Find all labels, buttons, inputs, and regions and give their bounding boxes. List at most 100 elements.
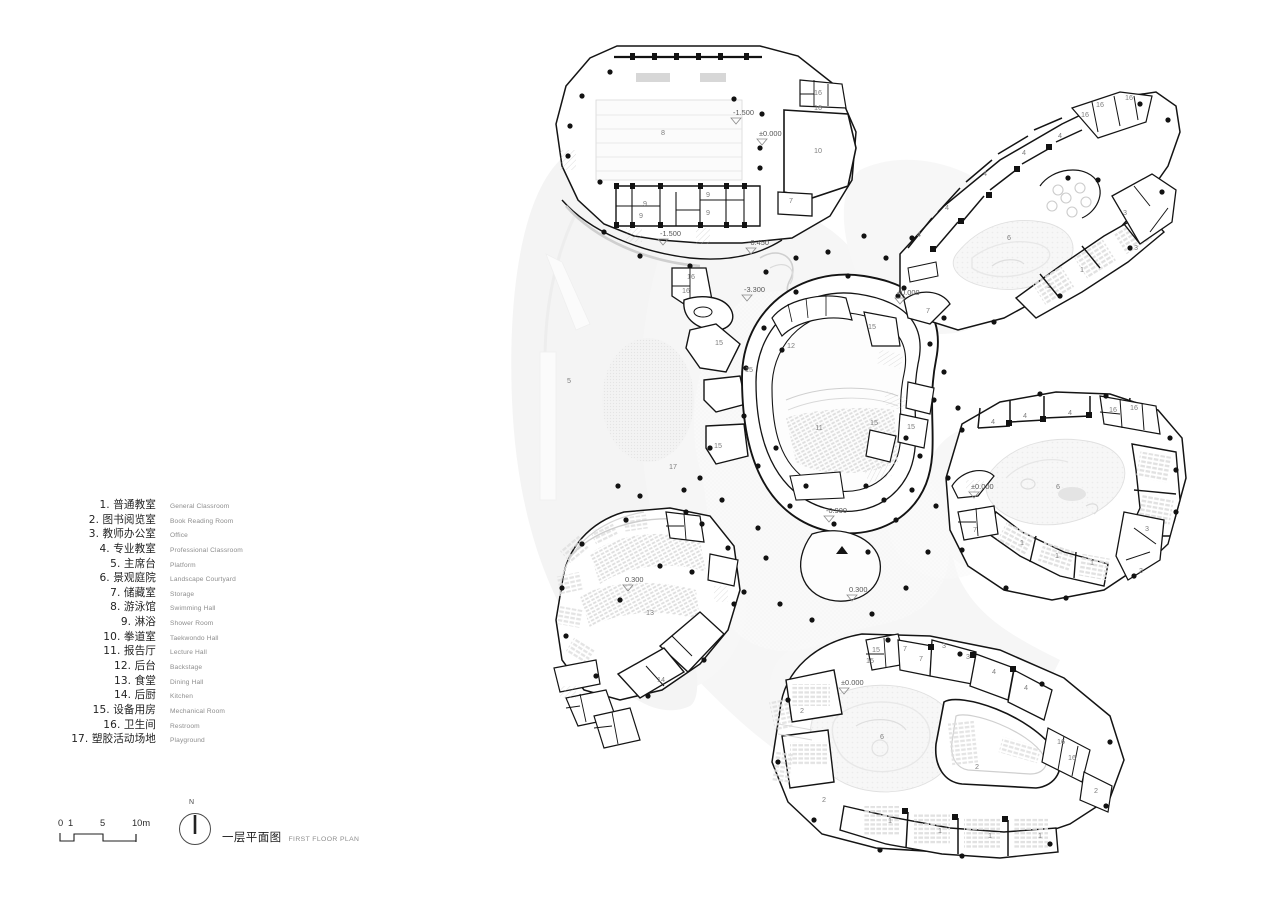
- legend-item-label-en: Shower Room: [170, 620, 214, 628]
- room-number-label: 4: [983, 169, 987, 178]
- elevation-triangle-icon: [730, 117, 742, 125]
- room-number-label: 16: [687, 272, 695, 281]
- room-number-label: 15: [907, 422, 915, 431]
- legend-item: 6. 景观庭院 Landscape Courtyard: [58, 571, 308, 586]
- room-number-label: 3: [1145, 524, 1149, 533]
- room-number-label: 4: [1058, 131, 1062, 140]
- room-number-label: 2: [822, 795, 826, 804]
- room-number-label: 2: [1094, 786, 1098, 795]
- elevation-triangle-icon: [846, 594, 858, 602]
- legend-item-label: 6. 景观庭院: [99, 572, 156, 585]
- elevation-marker: -0.450: [745, 238, 769, 255]
- legend-item-label: 5. 主席台: [110, 557, 156, 570]
- legend-item-label: 13. 食堂: [113, 674, 156, 687]
- legend-item-label-en: General Classroom: [170, 503, 230, 510]
- room-number-label: 16: [1081, 110, 1089, 119]
- room-number-label: 6: [880, 732, 884, 741]
- room-number-label: 16: [814, 103, 822, 112]
- room-number-label: 9: [706, 190, 710, 199]
- scale-bar: 0 1 5 10m: [58, 818, 188, 847]
- room-number-label: 4: [1068, 408, 1072, 417]
- room-number-label: 8: [661, 128, 665, 137]
- room-number-label: 16: [1130, 403, 1138, 412]
- elevation-marker: ±0.000: [838, 678, 864, 695]
- scale-tick-0: 0: [58, 818, 64, 828]
- room-number-label: 5: [567, 376, 571, 385]
- room-number-label: 9: [643, 199, 647, 208]
- legend-item-label-en: Professional Classroom: [170, 546, 243, 554]
- legend-item-label: 7. 储藏室: [110, 586, 156, 599]
- room-number-label: 15: [745, 365, 753, 374]
- room-number-label: 10: [814, 146, 822, 155]
- room-number-label: 3: [942, 641, 946, 650]
- legend-item-label: 12. 后台: [113, 660, 156, 673]
- legend-item-label: 17. 塑胶活动场地: [71, 733, 156, 746]
- legend-item-label: 4. 专业教室: [99, 542, 156, 555]
- room-number-label: 17: [669, 462, 677, 471]
- legend-item: 8. 游泳馆 Swimming Hall: [58, 600, 308, 615]
- legend-item-label-en: Landscape Courtyard: [170, 576, 236, 584]
- legend-item-label: 8. 游泳馆: [110, 601, 156, 614]
- room-number-label: 14: [657, 675, 665, 684]
- room-number-label: 3: [1139, 566, 1143, 575]
- room-number-label: 16: [682, 286, 690, 295]
- room-number-label: 16: [1109, 405, 1117, 414]
- elevation-marker: -1.500: [730, 108, 754, 125]
- legend-item-label: 3. 教师办公室: [88, 528, 156, 541]
- elevation-marker: -1.500: [657, 229, 681, 246]
- wing-northwest-sports: [555, 45, 857, 269]
- elevation-marker: -0.900: [823, 506, 847, 523]
- room-number-label: 9: [639, 211, 643, 220]
- room-number-label: 1: [938, 826, 942, 835]
- room-number-label: 1: [1090, 558, 1094, 567]
- legend-item-label: 15. 设备用房: [92, 703, 156, 716]
- room-number-label: 7: [926, 306, 930, 315]
- room-number-label: 7: [903, 644, 907, 653]
- legend-item: 4. 专业教室 Professional Classroom: [58, 542, 308, 557]
- room-number-label: 3: [966, 652, 970, 661]
- room-number-label: 15: [714, 441, 722, 450]
- room-number-label: 16: [1125, 93, 1133, 102]
- legend-item-label-en: Dining Hall: [170, 678, 204, 686]
- wing-southwest-dining: [553, 507, 741, 749]
- room-number-label: 15: [715, 338, 723, 347]
- room-number-label: 11: [815, 423, 822, 432]
- room-number-label: 3: [1123, 208, 1127, 217]
- elevation-triangle-icon: [894, 297, 906, 305]
- room-number-label: 6: [1056, 482, 1060, 491]
- elevation-label: -1.500: [660, 229, 681, 238]
- wing-northeast-classrooms: [899, 91, 1181, 331]
- elevation-marker: ±0.000: [968, 482, 994, 499]
- elevation-triangle-icon: [756, 138, 768, 146]
- room-number-label: 4: [1024, 683, 1028, 692]
- scale-tick-5: 5: [100, 818, 106, 828]
- elevation-triangle-icon: [741, 294, 753, 302]
- site-columns: [615, 233, 961, 623]
- wing-south-library: [769, 633, 1125, 859]
- legend-item: 1. 普通教室 General Classroom: [58, 498, 308, 513]
- north-arrow-label: N: [189, 799, 195, 806]
- room-number-label: 1: [1047, 281, 1051, 290]
- elevation-triangle-icon: [657, 238, 669, 246]
- elevation-markers: -1.500±0.000-1.500-0.450-3.300±0.000±0.0…: [622, 108, 994, 695]
- room-number-label: 4: [992, 667, 996, 676]
- elevation-label: 0.300: [625, 575, 644, 584]
- legend-item-label-en: Taekwondo Hall: [170, 634, 219, 642]
- legend-item-label-en: Restroom: [170, 722, 200, 730]
- elevation-triangle-icon: [968, 491, 980, 499]
- legend-item-label: 1. 普通教室: [99, 499, 156, 511]
- room-number-label: 13: [646, 608, 654, 617]
- room-number-label: 2: [975, 762, 979, 771]
- legend-item-label: 2. 图书阅览室: [88, 513, 156, 526]
- room-number-label: 1: [1080, 265, 1084, 274]
- legend-item-label-en: Swimming Hall: [170, 605, 216, 613]
- legend-item-label-en: Playground: [170, 737, 205, 745]
